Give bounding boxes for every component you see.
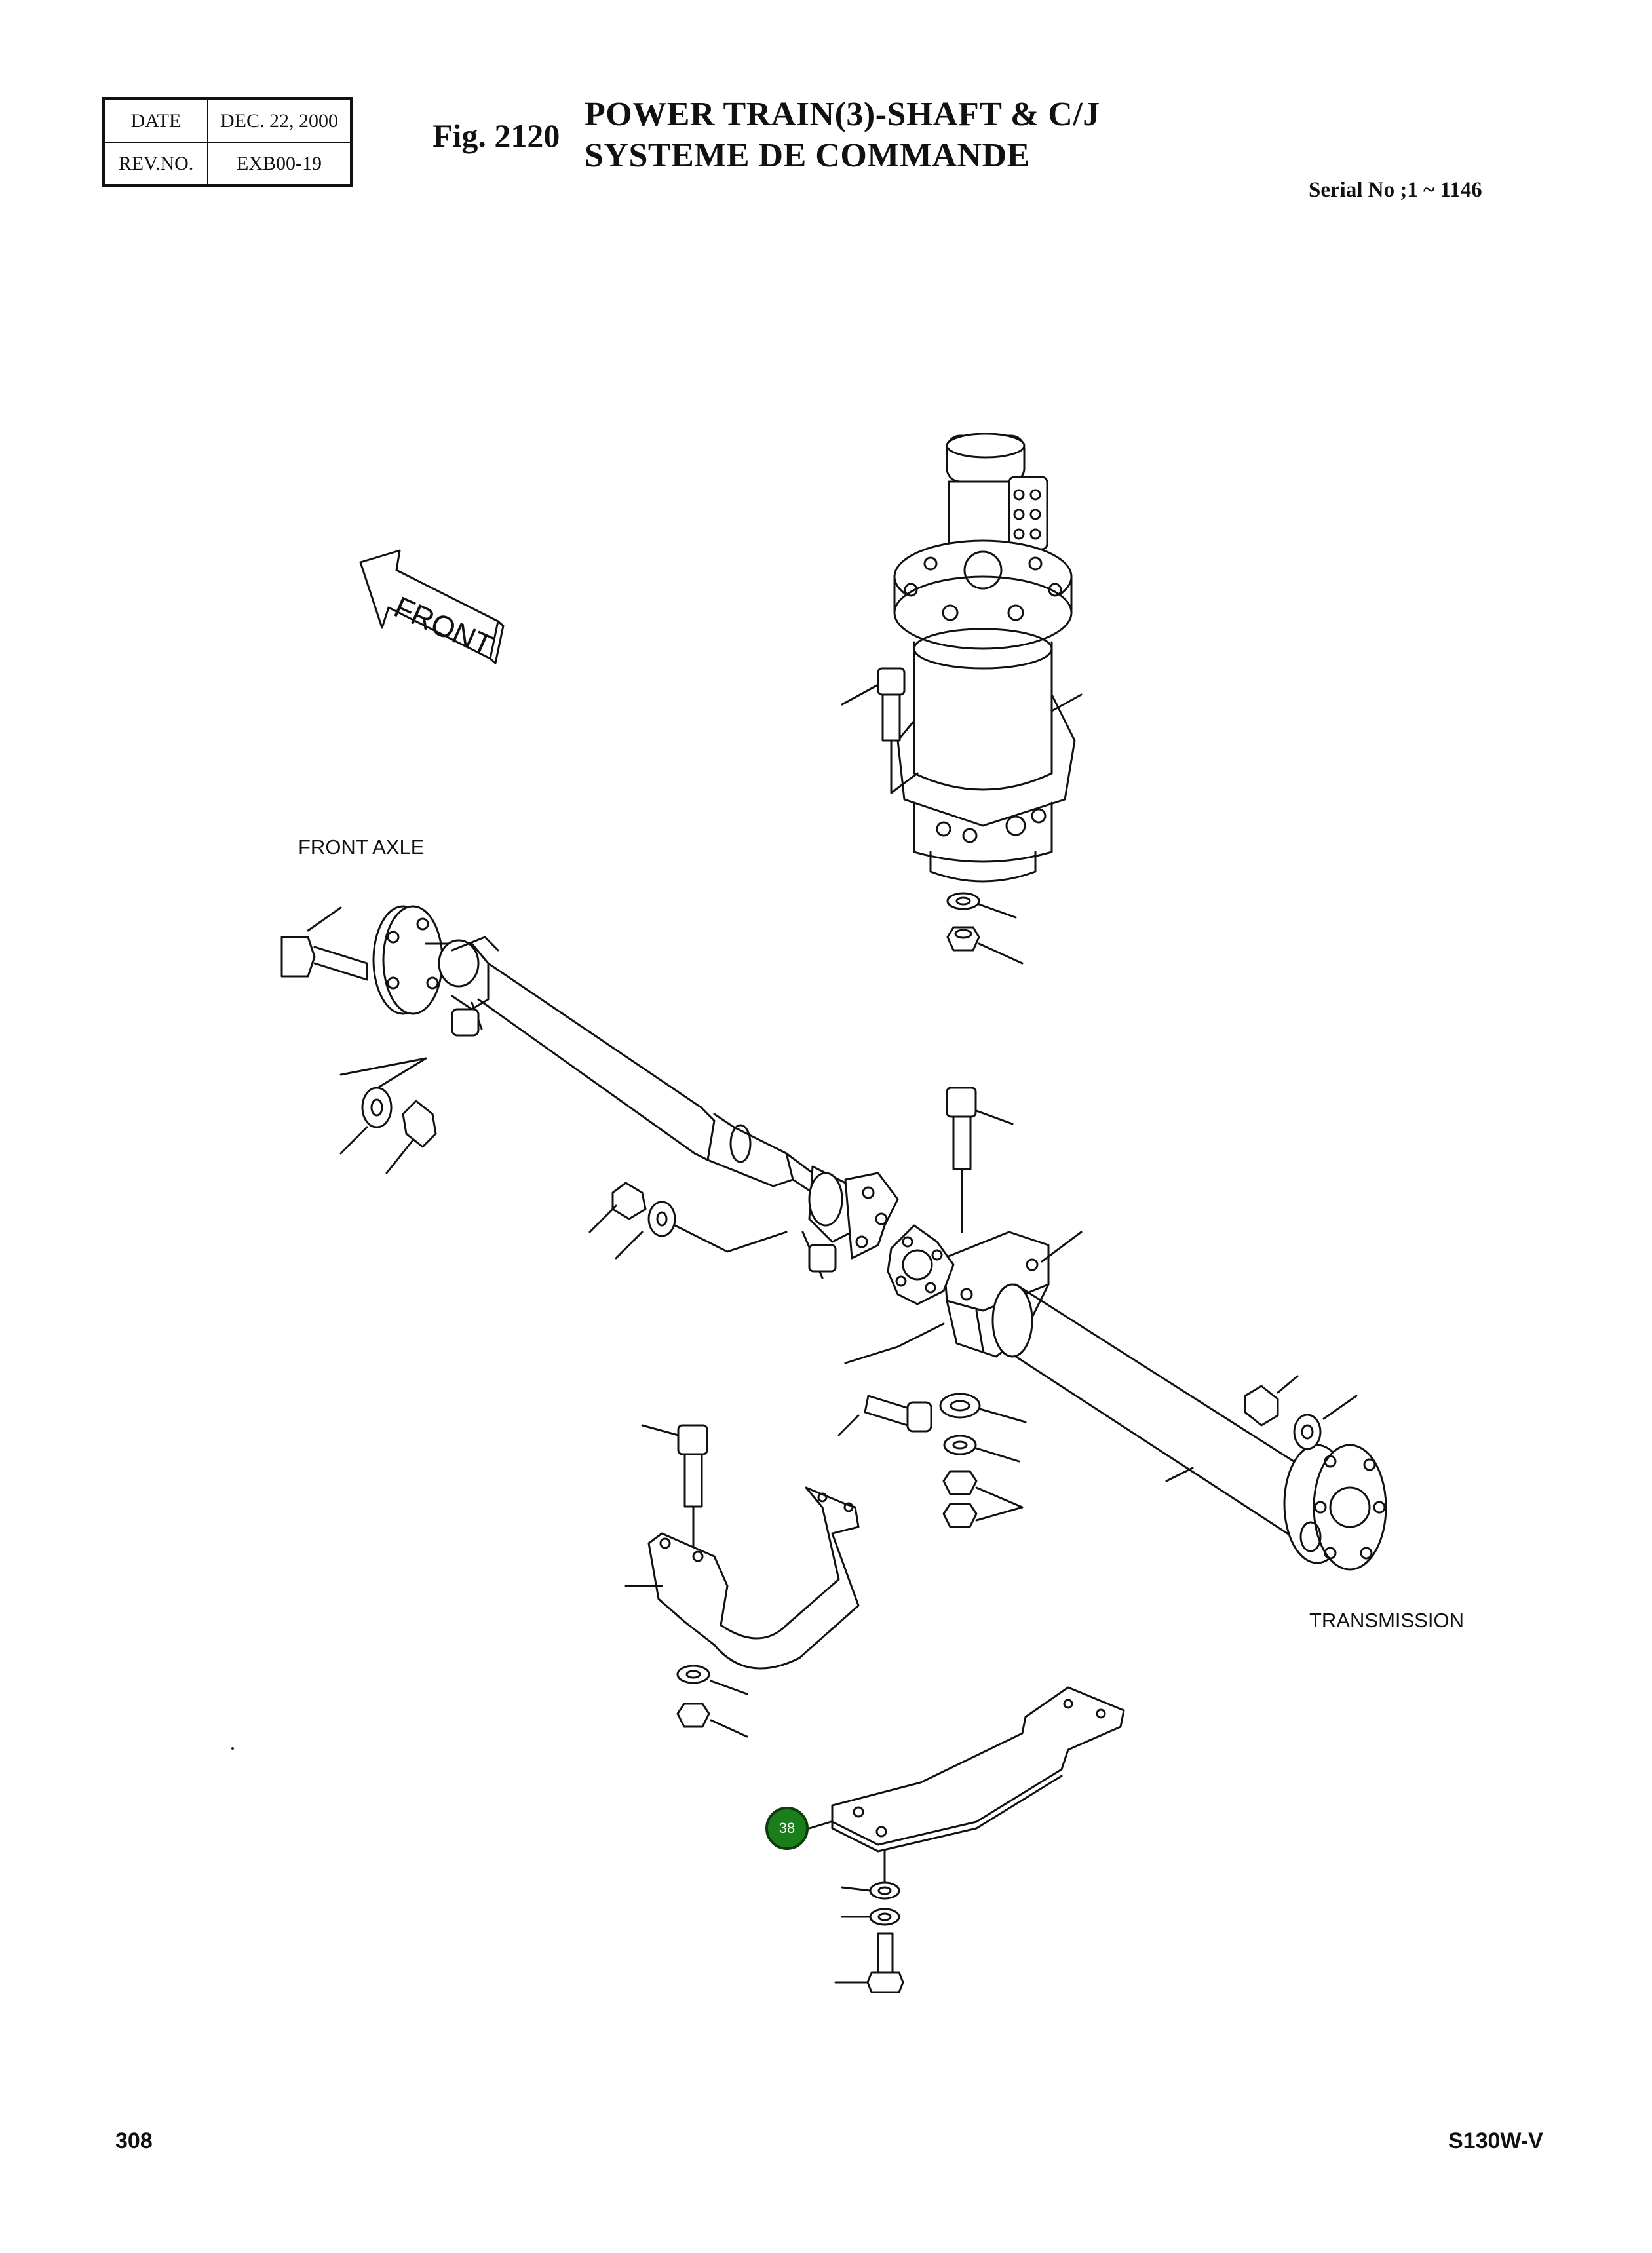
- date-value: DEC. 22, 2000: [208, 100, 351, 142]
- rear-fastener-stack: [837, 1322, 1027, 1528]
- page-title: POWER TRAIN(3)-SHAFT & C/J: [585, 96, 1100, 133]
- front-axle-label: FRONT AXLE: [298, 836, 425, 858]
- center-joint-assembly: [893, 433, 1083, 883]
- swivel-washer-nut: [946, 892, 1024, 965]
- front-axle-fasteners: [280, 906, 437, 1174]
- serial-range: Serial No ;1 ~ 1146: [1309, 178, 1482, 202]
- page-number: 308: [115, 2128, 153, 2153]
- plate-fasteners: [834, 1850, 904, 1993]
- coupler-washers: [588, 1182, 788, 1260]
- transmission-label: TRANSMISSION: [1309, 1609, 1464, 1632]
- coupling-flange: [887, 1224, 955, 1305]
- revision-table: DATE DEC. 22, 2000 REV.NO. EXB00-19: [102, 97, 353, 187]
- rev-label: REV.NO.: [104, 142, 208, 185]
- part-callout-38[interactable]: 38: [765, 1807, 809, 1850]
- mounting-plate: [831, 1686, 1125, 1853]
- support-bracket: [624, 1424, 860, 1738]
- callout-leader: [808, 1820, 832, 1830]
- date-label: DATE: [104, 100, 208, 142]
- front-propeller-shaft: [372, 905, 899, 1279]
- rev-value: EXB00-19: [208, 142, 351, 185]
- front-arrow-icon: FRONT: [359, 549, 505, 664]
- bearing-bolt-top: [946, 1087, 1014, 1233]
- bolt-top: [841, 667, 919, 794]
- figure-number: Fig. 2120: [432, 117, 560, 154]
- model-code: S130W-V: [1448, 2128, 1543, 2153]
- rear-propeller-shaft: [942, 1231, 1387, 1571]
- page-subtitle: SYSTEME DE COMMANDE: [585, 137, 1030, 174]
